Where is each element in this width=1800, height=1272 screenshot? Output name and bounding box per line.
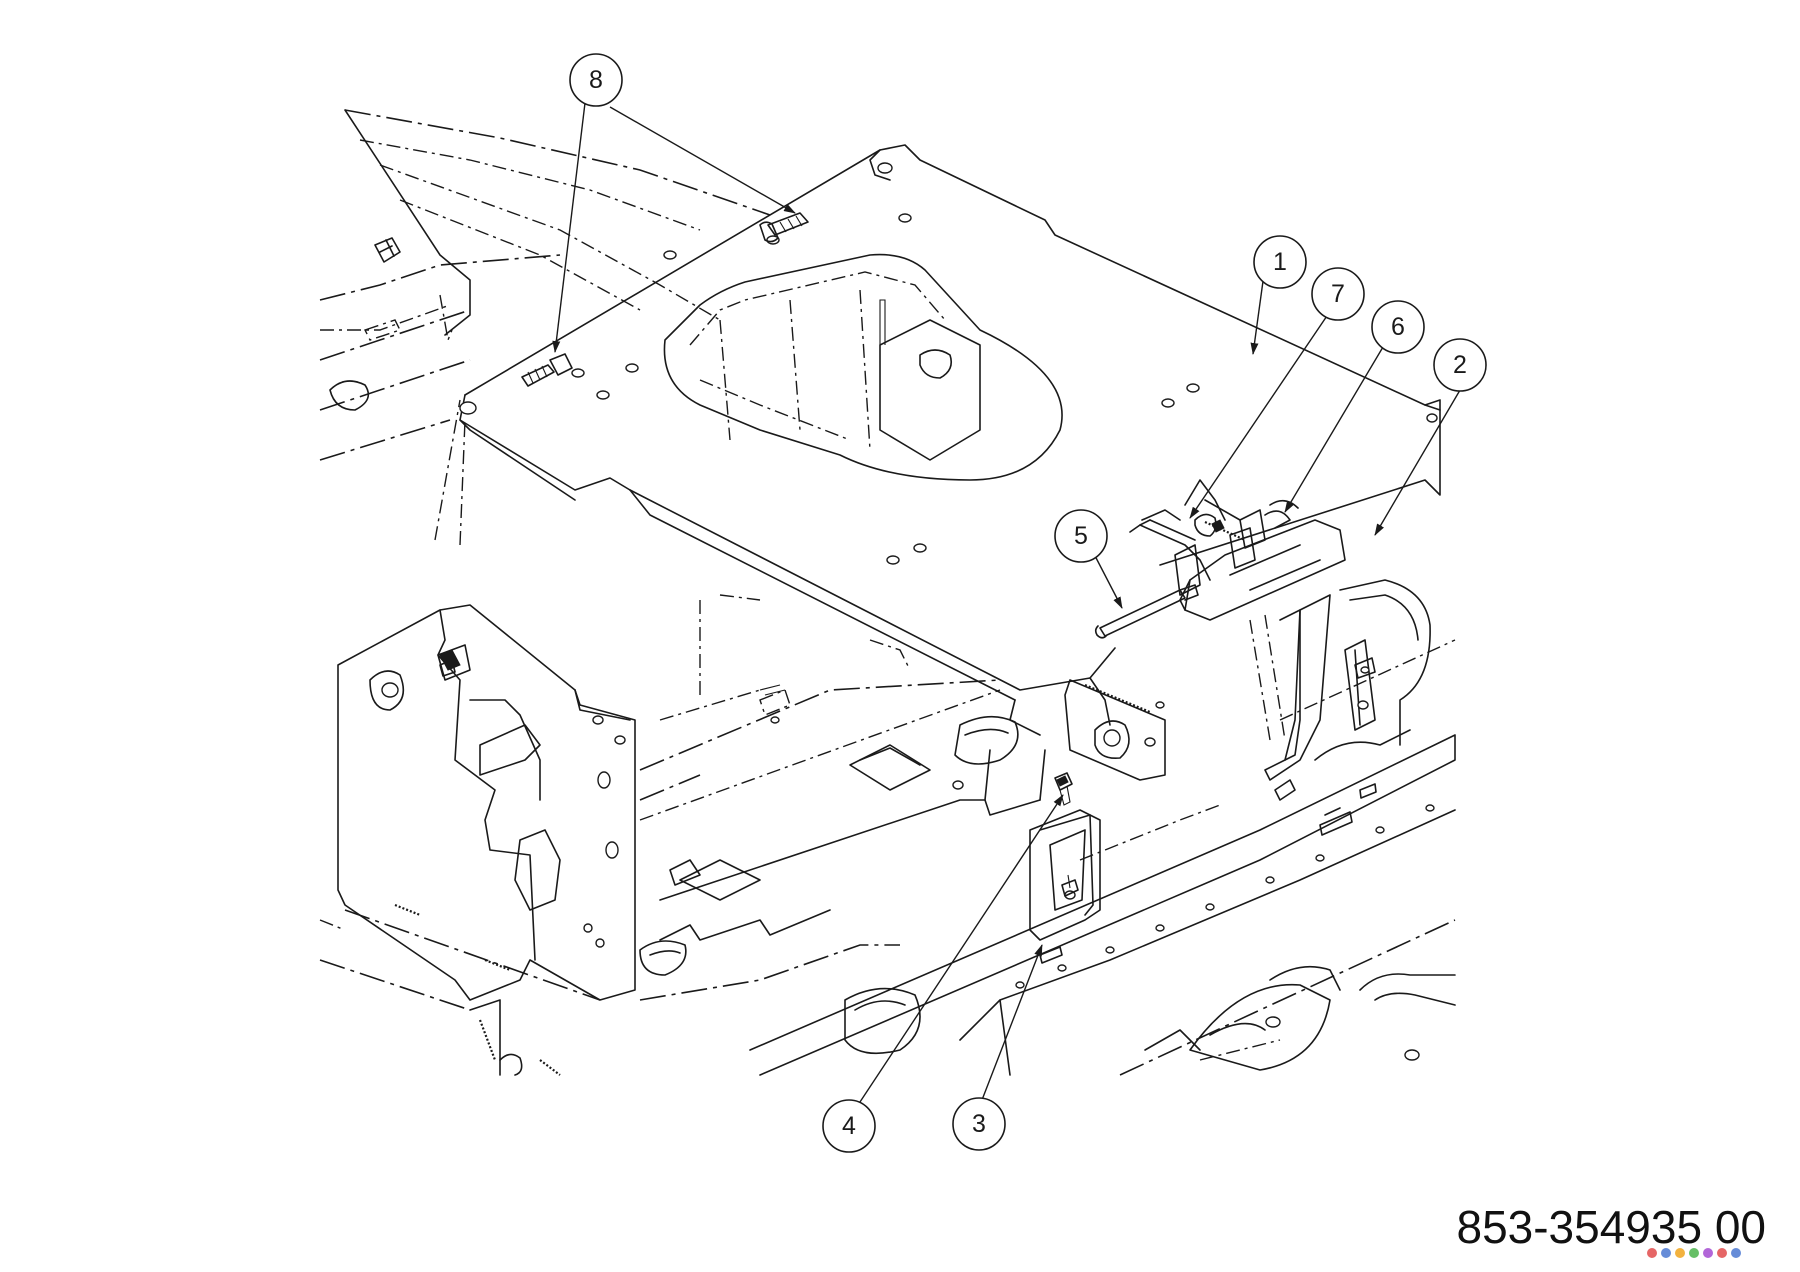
seat-mounting-plate bbox=[459, 144, 1441, 736]
lower-springs bbox=[319, 903, 601, 1076]
callout-3: 3 bbox=[952, 1097, 1006, 1151]
callout-4-label: 4 bbox=[842, 1112, 856, 1140]
rear-frame-outline bbox=[319, 109, 771, 461]
callout-6: 6 bbox=[1371, 300, 1425, 354]
callout-8: 8 bbox=[569, 53, 623, 107]
right-frame-rail bbox=[749, 639, 1456, 1076]
callout-6-label: 6 bbox=[1391, 313, 1405, 341]
callout-2-label: 2 bbox=[1453, 351, 1467, 379]
callout-5-label: 5 bbox=[1074, 522, 1088, 550]
left-side-bracket bbox=[337, 399, 636, 1001]
leader-lines bbox=[552, 102, 1464, 1119]
seat-latch-assembly bbox=[1094, 479, 1299, 639]
small-bolt bbox=[1054, 772, 1073, 806]
floor-pan bbox=[639, 594, 1046, 1001]
lower-bracket bbox=[1029, 809, 1101, 941]
callout-4: 4 bbox=[822, 1099, 876, 1153]
diagram-part-number: 853-354935 00 bbox=[1456, 1201, 1766, 1253]
callout-7: 7 bbox=[1311, 267, 1365, 321]
callout-7-label: 7 bbox=[1331, 280, 1345, 308]
callout-1-label: 1 bbox=[1273, 248, 1287, 276]
bolt-upper bbox=[759, 212, 809, 243]
hinge-bracket bbox=[1179, 519, 1431, 801]
callout-2: 2 bbox=[1433, 338, 1487, 392]
bolt-left bbox=[521, 353, 573, 387]
callout-5: 5 bbox=[1054, 509, 1108, 563]
callout-1: 1 bbox=[1253, 235, 1307, 289]
spring-knob-assembly bbox=[1064, 679, 1166, 781]
callout-8-label: 8 bbox=[589, 66, 603, 94]
callout-3-label: 3 bbox=[972, 1110, 986, 1138]
motoruf-watermark-logo bbox=[1647, 1248, 1741, 1258]
